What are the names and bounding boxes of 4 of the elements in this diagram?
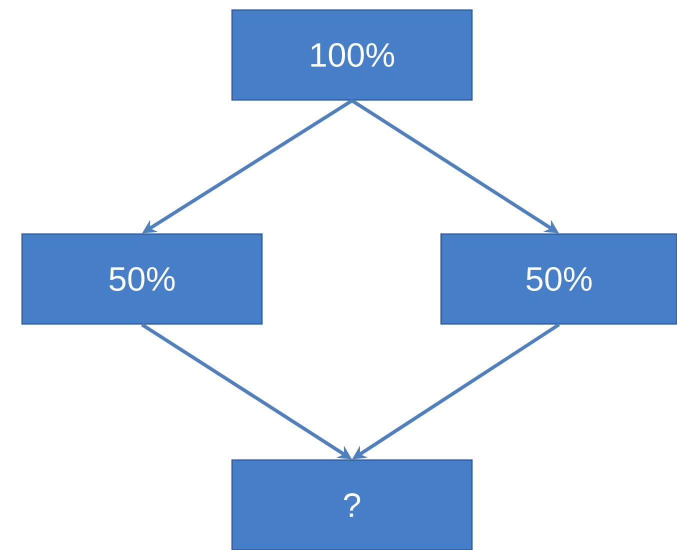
process-box: 50% [21,233,263,325]
process-box: 50% [440,233,677,325]
process-box: 100% [231,9,473,101]
process-box: ? [231,459,473,550]
